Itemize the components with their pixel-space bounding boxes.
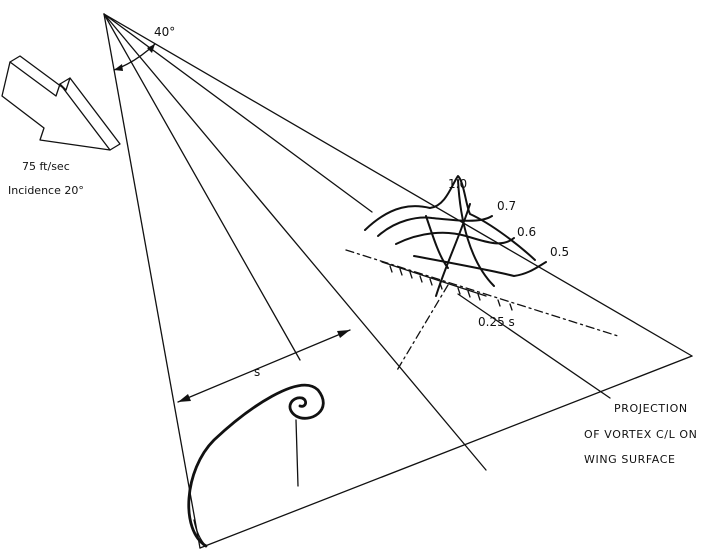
span-arrowhead-right <box>337 330 350 338</box>
wing-right-edge <box>103 13 693 357</box>
wing-trailing-edge <box>199 355 693 549</box>
span-dimension-line <box>177 329 351 403</box>
contour-0-5 <box>413 255 547 277</box>
contour-label-0-7: 0.7 <box>497 199 516 213</box>
reference-axes <box>345 249 619 373</box>
vortex-ray-inner <box>103 13 301 361</box>
span-label: s <box>254 365 260 379</box>
contour-cross-line <box>435 203 471 297</box>
span-dimension: s <box>177 329 351 403</box>
contour-label-0-6: 0.6 <box>517 225 536 239</box>
wing-left-edge <box>103 13 201 549</box>
callout-line-1: PROJECTION <box>614 402 688 415</box>
angle-arrowhead-right <box>147 44 155 53</box>
angle-label: 40° <box>154 25 175 39</box>
angle-arrowhead-left <box>114 64 123 71</box>
pressure-contours <box>364 175 547 297</box>
contour-ridge <box>457 179 495 287</box>
contour-label-1-0: 1.0 <box>448 177 467 191</box>
spanwise-axis <box>345 249 619 337</box>
contour-0-7 <box>377 215 493 237</box>
incidence-label: Incidence 20° <box>8 184 84 197</box>
vortex-sheet-root <box>193 519 207 547</box>
span-arrowhead-left <box>178 394 191 402</box>
vortex-core-projection <box>295 419 299 487</box>
contour-1-0 <box>364 175 536 261</box>
station-label: 0.25 s <box>478 315 515 329</box>
axis-ticks <box>389 265 513 311</box>
wing-planform <box>103 13 693 549</box>
callout-leader-line <box>457 293 611 399</box>
vortex-ray-outer <box>103 13 373 213</box>
vortex-spiral <box>187 383 325 548</box>
normal-axis <box>395 284 449 373</box>
contour-label-0-5: 0.5 <box>550 245 569 259</box>
flow-direction-arrow-icon <box>1 55 121 151</box>
callout-line-2: OF VORTEX C/L ON <box>584 428 698 441</box>
tick-baseline <box>381 261 487 297</box>
wing-centreline <box>103 13 487 471</box>
vortex-sheet-spiral <box>187 383 325 548</box>
callout-line-3: WING SURFACE <box>584 453 676 466</box>
apex-angle: 40° <box>113 25 175 71</box>
flow-speed-label: 75 ft/sec <box>22 160 70 173</box>
